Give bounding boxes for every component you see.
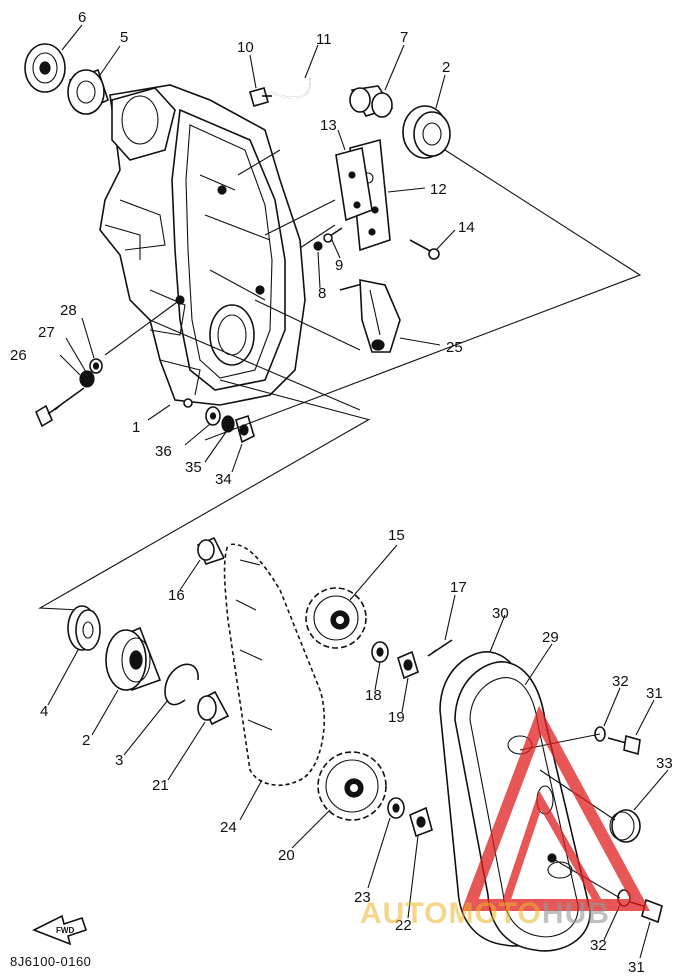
- callout-25: 25: [446, 339, 463, 356]
- collar-7: [349, 85, 394, 118]
- tensioner-25: [339, 279, 401, 353]
- callout-numbers: 6 5 10 11 7 2 13 12 14 9 8 25 28 27 26 1…: [10, 9, 673, 976]
- callout-1: 1: [132, 419, 140, 436]
- callout-32-lower: 32: [590, 937, 607, 954]
- lock-washer-35: [221, 415, 235, 433]
- callout-18: 18: [365, 687, 382, 704]
- washer-8: [313, 241, 323, 251]
- callout-36: 36: [155, 443, 172, 460]
- watermark-text-a: AUTOMOTO: [360, 897, 542, 930]
- fwd-arrow: FWD: [32, 914, 88, 946]
- callout-31-lower: 31: [628, 959, 645, 976]
- callout-29: 29: [542, 629, 559, 646]
- callout-13: 13: [320, 117, 337, 134]
- collar-21: [197, 690, 230, 726]
- bolt-26: [34, 387, 85, 428]
- leader-lines-upper: [59, 24, 642, 473]
- callout-35: 35: [185, 459, 202, 476]
- callout-3: 3: [115, 752, 123, 769]
- gasket-13: [335, 146, 373, 222]
- automotohub-logo-icon: [461, 705, 651, 911]
- callout-30: 30: [492, 605, 509, 622]
- drive-sprocket-15: [305, 587, 367, 649]
- watermark-text-b: HUB: [541, 897, 610, 930]
- callout-16: 16: [168, 587, 185, 604]
- callout-33: 33: [656, 755, 673, 772]
- nut-34: [235, 414, 255, 444]
- screw-9: [323, 227, 343, 243]
- catalog-code: 8J6100-0160: [10, 954, 92, 969]
- callout-2-lower: 2: [82, 732, 90, 749]
- callout-11: 11: [316, 31, 332, 48]
- callout-17: 17: [450, 579, 467, 596]
- callout-27: 27: [38, 324, 55, 341]
- callout-2-upper: 2: [442, 59, 450, 76]
- callout-15: 15: [388, 527, 405, 544]
- washer-27: [79, 370, 95, 388]
- callout-24: 24: [220, 819, 237, 836]
- plug-33: [609, 809, 641, 843]
- callout-32-upper: 32: [612, 673, 629, 690]
- callout-26: 26: [10, 347, 27, 364]
- watermark-text: AUTOMOTOHUB: [360, 897, 610, 931]
- callout-23: 23: [354, 889, 371, 906]
- leader-lines-lower: [47, 544, 669, 959]
- bolt-31-upper: [607, 734, 641, 756]
- callout-20: 20: [278, 847, 295, 864]
- cotter-pin-17: [427, 639, 453, 657]
- callout-5: 5: [120, 29, 128, 46]
- washer-18: [371, 641, 389, 663]
- collar-16: [196, 536, 226, 565]
- screw-14: [409, 239, 440, 260]
- callout-28: 28: [60, 302, 77, 319]
- callout-21: 21: [152, 777, 169, 794]
- bearing-2-lower: [105, 626, 162, 692]
- bearing-4: [67, 605, 101, 651]
- callout-14: 14: [458, 219, 475, 236]
- bearing-5: [67, 68, 109, 115]
- callout-9: 9: [335, 257, 343, 274]
- callout-7: 7: [400, 29, 408, 46]
- breather-fitting-10: [249, 87, 272, 107]
- callout-4: 4: [40, 703, 48, 720]
- breather-hose-11: [269, 77, 311, 99]
- driven-sprocket-20: [317, 751, 387, 821]
- bearing-2-upper: [402, 105, 451, 159]
- assembly-divider-line: [38, 419, 369, 611]
- callout-22: 22: [395, 917, 412, 934]
- callout-31-upper: 31: [646, 685, 663, 702]
- callout-12: 12: [430, 181, 447, 198]
- bearing-6: [24, 43, 66, 93]
- chain-case-1: [99, 84, 306, 408]
- callout-34: 34: [215, 471, 232, 488]
- callout-19: 19: [388, 709, 405, 726]
- washer-23: [387, 797, 405, 819]
- callout-6: 6: [78, 9, 86, 26]
- callout-10: 10: [237, 39, 254, 56]
- washer-36: [205, 406, 221, 426]
- drive-chain-24: [223, 543, 326, 787]
- circlip-3: [164, 663, 199, 706]
- fwd-label: FWD: [56, 926, 74, 935]
- nut-22: [409, 806, 433, 838]
- nut-19: [397, 650, 419, 680]
- washer-28: [89, 358, 103, 374]
- callout-8: 8: [318, 285, 326, 302]
